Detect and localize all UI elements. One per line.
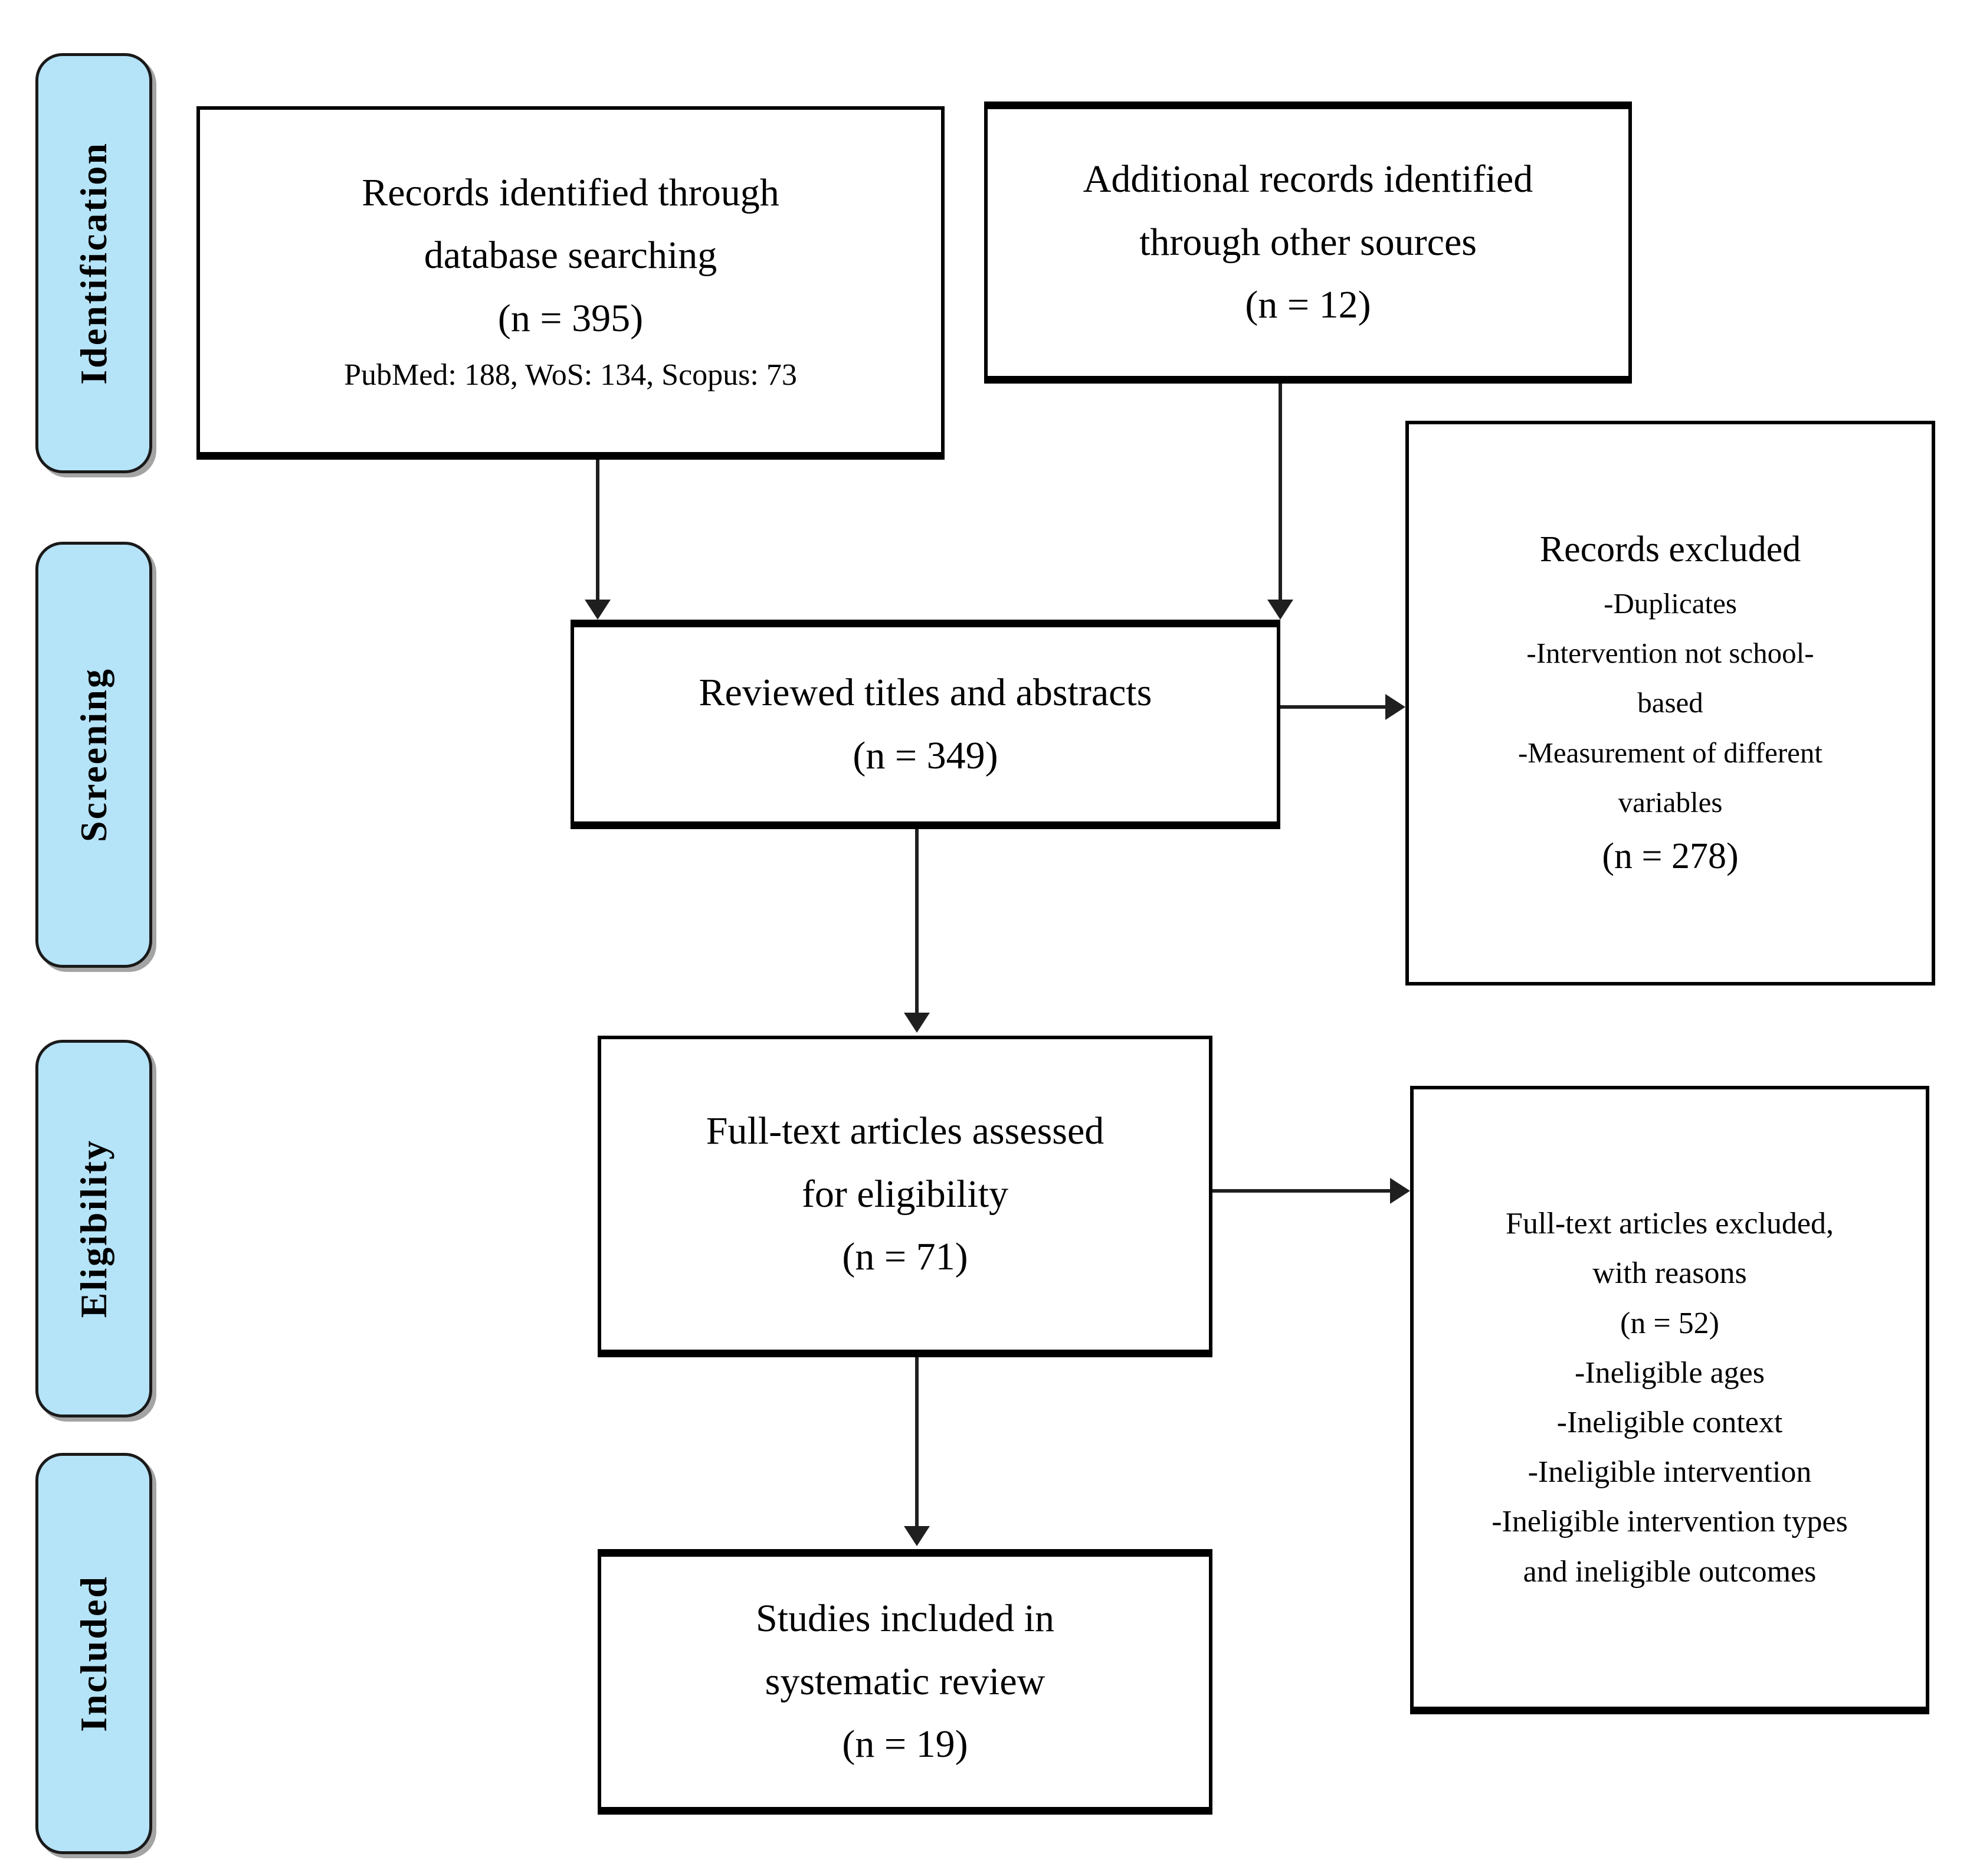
records-excluded-reason-3-cont: variables [1618,785,1723,819]
arrowhead-identified-to-reviewed [585,600,611,620]
fulltext-assessed-line-2: for eligibility [801,1172,1009,1216]
arrowhead-additional-to-reviewed [1267,600,1293,620]
studies-included-line-2: systematic review [765,1659,1045,1703]
additional-records-count: (n = 12) [1245,283,1371,327]
fulltext-assessed-line-1: Full-text articles assessed [706,1109,1104,1153]
fulltext-excluded-line-1: Full-text articles excluded, [1506,1207,1834,1241]
connector-reviewed-to-fulltext [915,829,919,1015]
box-reviewed-titles: Reviewed titles and abstracts (n = 349) [571,620,1280,829]
stage-pill-identification: Identification [35,53,152,473]
connector-additional-to-reviewed [1279,384,1282,604]
box-studies-included: Studies included in systematic review (n… [598,1549,1212,1815]
stage-label-screening: Screening [73,667,114,843]
records-excluded-reason-1: -Duplicates [1604,587,1737,620]
fulltext-excluded-reason-3: -Ineligible intervention [1528,1455,1812,1489]
fulltext-excluded-reason-2: -Ineligible context [1556,1406,1783,1439]
arrowhead-fulltext-to-excluded [1390,1178,1410,1204]
fulltext-excluded-reason-4: -Ineligible intervention types [1492,1505,1848,1539]
arrowhead-reviewed-to-excluded [1385,694,1405,720]
stage-pill-screening: Screening [35,542,152,968]
box-records-excluded: Records excluded -Duplicates -Interventi… [1405,421,1935,986]
fulltext-excluded-line-2: with reasons [1592,1256,1747,1291]
box-additional-records: Additional records identified through ot… [984,102,1632,384]
connector-fulltext-to-excluded [1212,1189,1392,1193]
studies-included-count: (n = 19) [842,1723,968,1766]
reviewed-titles-count: (n = 349) [853,734,998,777]
records-identified-line-2: database searching [424,234,717,277]
records-identified-count: (n = 395) [497,297,644,341]
connector-reviewed-to-excluded [1280,705,1386,709]
additional-records-line-1: Additional records identified [1083,157,1533,201]
reviewed-titles-line-1: Reviewed titles and abstracts [699,670,1152,714]
records-excluded-reason-3: -Measurement of different [1517,736,1823,769]
connector-fulltext-to-included [915,1357,919,1528]
records-excluded-reason-2: -Intervention not school- [1526,637,1814,670]
box-fulltext-excluded: Full-text articles excluded, with reason… [1410,1086,1929,1714]
records-identified-line-1: Records identified through [362,171,779,214]
additional-records-line-2: through other sources [1139,220,1477,264]
records-excluded-count: (n = 278) [1602,836,1739,877]
stage-pill-included: Included [35,1453,152,1854]
fulltext-excluded-reason-1: -Ineligible ages [1575,1356,1765,1390]
arrowhead-reviewed-to-fulltext [904,1013,930,1033]
box-fulltext-assessed: Full-text articles assessed for eligibil… [598,1036,1212,1357]
arrowhead-fulltext-to-included [904,1526,930,1546]
fulltext-excluded-reason-4-cont: and ineligible outcomes [1523,1554,1817,1589]
records-excluded-title: Records excluded [1539,529,1801,569]
fulltext-assessed-count: (n = 71) [842,1235,968,1279]
records-excluded-reason-2-cont: based [1637,686,1703,719]
studies-included-line-1: Studies included in [756,1596,1054,1640]
stage-label-identification: Identification [73,142,114,385]
stage-label-eligibility: Eligibility [73,1139,114,1318]
stage-label-included: Included [73,1575,114,1732]
stage-pill-eligibility: Eligibility [35,1040,152,1417]
records-identified-sources: PubMed: 188, WoS: 134, Scopus: 73 [344,358,797,392]
box-records-identified: Records identified through database sear… [196,106,945,460]
connector-identified-to-reviewed [596,460,599,604]
fulltext-excluded-count: (n = 52) [1620,1306,1719,1340]
